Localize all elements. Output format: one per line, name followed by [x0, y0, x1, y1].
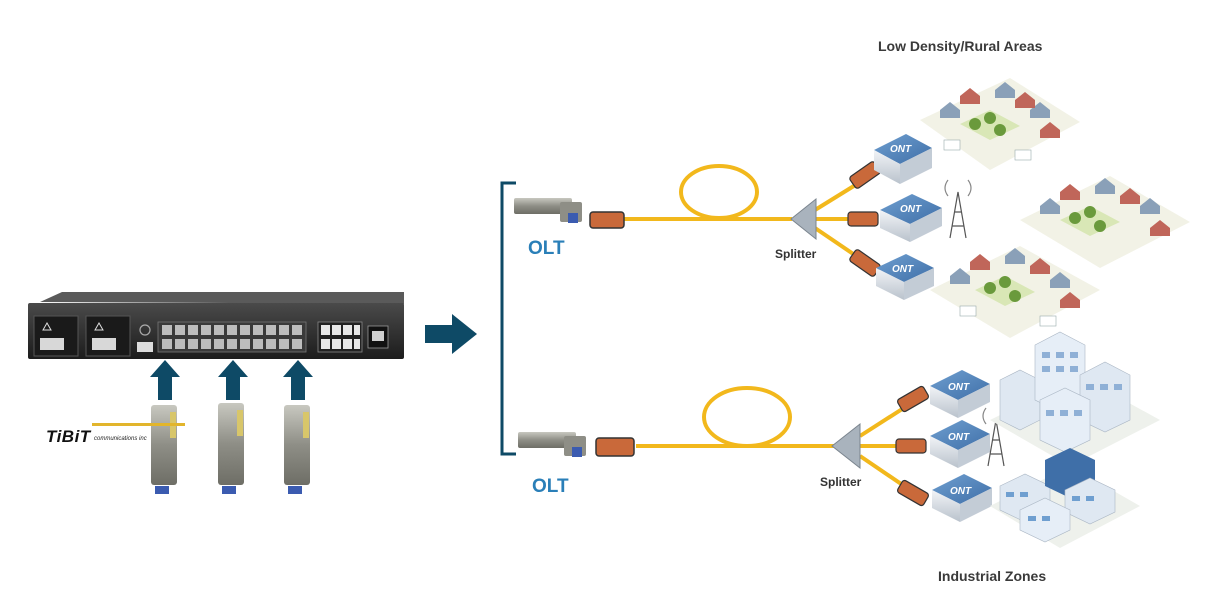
splitter-top: [790, 197, 817, 241]
sfp-module: [284, 405, 310, 494]
cell-tower-icon: [944, 179, 972, 239]
right-arrow: [425, 314, 477, 354]
logo-brand: TiBiT: [46, 427, 91, 446]
ont-label: ONT: [900, 204, 922, 215]
ont-label: ONT: [948, 382, 970, 393]
splitter-label-top: Splitter: [775, 247, 817, 261]
fiber-connector: [847, 161, 881, 277]
ont-device: ONT: [876, 254, 934, 300]
up-arrow: [218, 360, 248, 400]
olt-label-top: OLT: [528, 238, 565, 259]
up-arrow: [283, 360, 313, 400]
sfp-module: [151, 405, 177, 494]
ont-label: ONT: [892, 264, 914, 275]
industrial-buildings: [990, 331, 1160, 466]
industrial-buildings: [990, 448, 1140, 548]
logo-tagline: communications inc: [94, 436, 147, 442]
tibit-logo: TiBiT communications inc: [46, 423, 185, 453]
olt-sfp-top: [514, 198, 582, 223]
up-arrow: [150, 360, 180, 400]
ont-device: ONT: [932, 474, 992, 522]
olt-chassis: [28, 292, 404, 359]
fiber-connector: [595, 437, 635, 457]
ont-label: ONT: [890, 144, 912, 155]
ont-device: ONT: [930, 370, 990, 418]
ont-device: ONT: [874, 134, 932, 184]
olt-sfp-bottom: [518, 432, 586, 457]
ont-device: ONT: [880, 194, 942, 242]
ont-label: ONT: [948, 432, 970, 443]
region-label-rural: Low Density/Rural Areas: [878, 38, 1043, 54]
ont-device: ONT: [930, 420, 990, 468]
region-label-industrial: Industrial Zones: [938, 568, 1047, 584]
rural-neighborhood: [930, 246, 1100, 338]
fiber-bottom: [636, 386, 912, 492]
fiber-connector: [589, 211, 625, 229]
ont-label: ONT: [950, 486, 972, 497]
logo-accent-bar: [92, 423, 185, 426]
rural-neighborhood: [1020, 176, 1190, 268]
bracket: [500, 181, 516, 456]
fiber-connector: [895, 385, 929, 507]
splitter-bottom: [831, 422, 861, 470]
sfp-module: [218, 403, 244, 494]
fiber-top: [620, 164, 872, 266]
olt-label-bottom: OLT: [532, 476, 569, 497]
splitter-label-bottom: Splitter: [820, 475, 862, 489]
rural-neighborhood: [920, 78, 1080, 170]
